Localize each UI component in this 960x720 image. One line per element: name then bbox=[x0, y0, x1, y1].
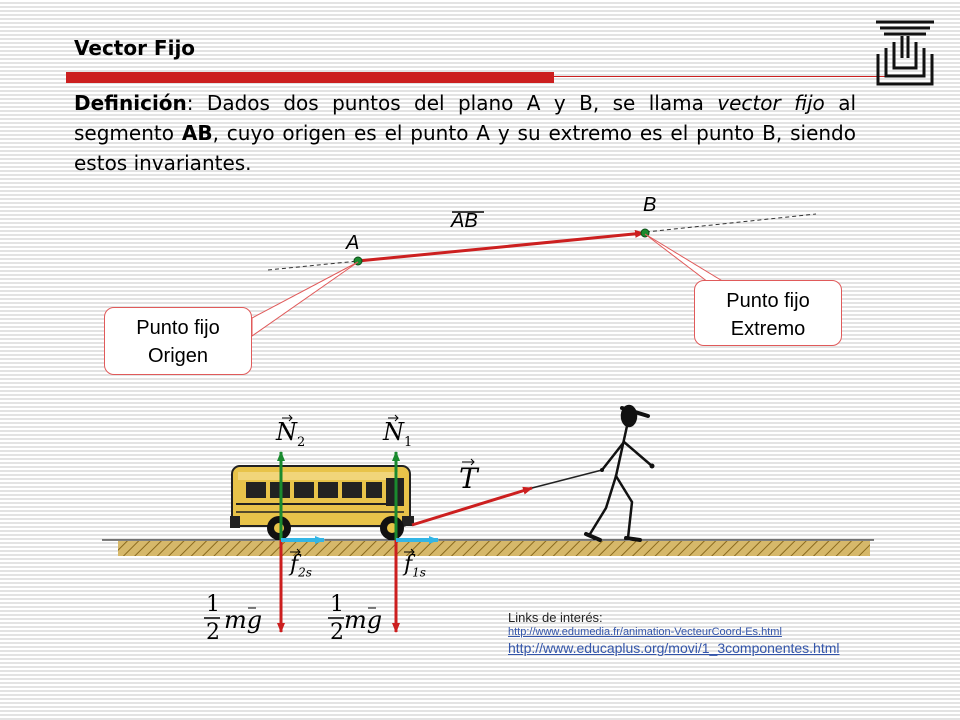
f1s-vec-mark bbox=[404, 548, 415, 556]
definition-term: Definición bbox=[74, 91, 187, 115]
definition-part-3: , cuyo origen es el punto A y su extremo… bbox=[74, 121, 856, 175]
institution-logo-icon bbox=[876, 20, 934, 86]
point-b-label: B bbox=[643, 194, 657, 216]
point-a-label: A bbox=[346, 232, 360, 254]
ground-hatch bbox=[118, 541, 870, 556]
callout-end-line-2: Extremo bbox=[730, 318, 806, 340]
mg-rear: mg bbox=[224, 606, 263, 634]
half-den-rear: 2 bbox=[206, 620, 220, 645]
f1s-symbol: f1s bbox=[404, 552, 426, 580]
t-vec-mark bbox=[462, 458, 475, 466]
definition-part-1: : Dados dos puntos del plano A y B, se l… bbox=[186, 91, 718, 115]
definition-emphasis: vector fijo bbox=[717, 91, 825, 115]
links-title: Links de interés: bbox=[508, 610, 603, 625]
title-underline-bar bbox=[66, 72, 554, 83]
definition-paragraph: Definición: Dados dos puntos del plano A… bbox=[74, 88, 856, 178]
n2-symbol: N2 bbox=[276, 418, 306, 450]
link-edumedia[interactable]: http://www.edumedia.fr/animation-Vecteur… bbox=[508, 626, 782, 638]
stick-figure-icon bbox=[584, 404, 654, 542]
callout-end-pointer bbox=[644, 233, 726, 283]
slide-title: Vector Fijo bbox=[74, 36, 196, 60]
support-line-left bbox=[267, 260, 359, 271]
tension-arrow bbox=[411, 486, 533, 527]
definition-part-2: al segmento bbox=[74, 91, 857, 145]
f2s-vec-mark bbox=[290, 548, 301, 556]
f2s-symbol: f2s bbox=[290, 552, 312, 580]
half-num-front: 1 bbox=[330, 592, 344, 617]
half-num-rear: 1 bbox=[206, 592, 220, 617]
mg-front: mg bbox=[344, 606, 383, 634]
definition-bold-ab: AB bbox=[181, 121, 213, 145]
n2-vec-mark bbox=[282, 414, 293, 422]
callout-end: Punto fijo Extremo bbox=[694, 280, 842, 346]
n1-symbol: N1 bbox=[383, 418, 413, 450]
half-den-front: 2 bbox=[330, 620, 344, 645]
n1-vec-mark bbox=[388, 414, 399, 422]
callout-end-line-1: Punto fijo bbox=[726, 290, 810, 312]
callout-origin-line-2: Origen bbox=[147, 345, 209, 367]
callout-origin-line-1: Punto fijo bbox=[136, 317, 220, 339]
links-section: Links de interés: http://www.edumedia.fr… bbox=[508, 610, 840, 656]
tension-rope bbox=[531, 469, 603, 489]
vector-ab-arrow bbox=[357, 229, 645, 263]
school-bus-icon bbox=[230, 465, 414, 540]
link-educaplus[interactable]: http://www.educaplus.org/movi/1_3compone… bbox=[508, 640, 840, 656]
callout-origin-pointer bbox=[251, 261, 359, 337]
callout-origin: Punto fijo Origen bbox=[104, 307, 252, 375]
t-symbol: T bbox=[459, 462, 478, 495]
support-line-right bbox=[645, 213, 817, 233]
vector-ab-label: AB bbox=[451, 210, 478, 232]
title-underline-line bbox=[554, 76, 894, 77]
